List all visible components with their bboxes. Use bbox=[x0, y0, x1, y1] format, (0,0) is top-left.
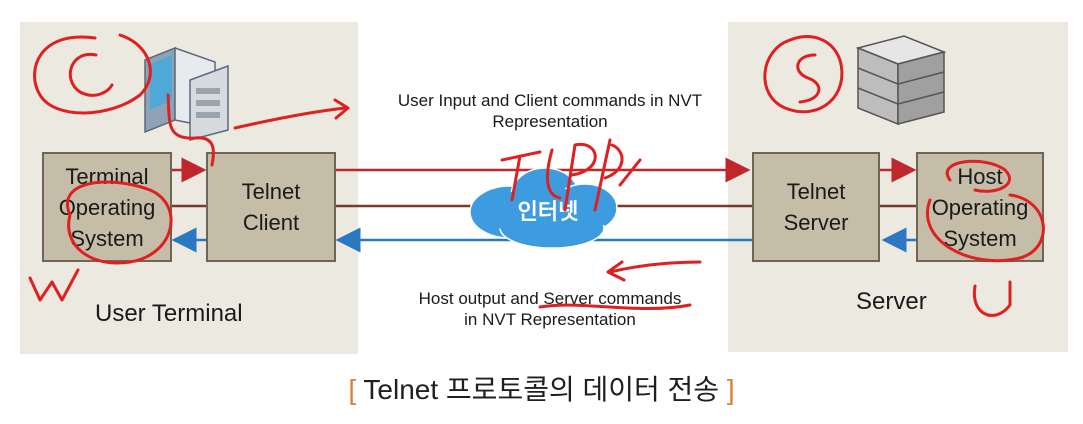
telnet-server-box: Telnet Server bbox=[752, 152, 880, 262]
caption-text: Telnet 프로토콜의 데이터 전송 bbox=[363, 374, 720, 405]
outbound-message-label: User Input and Client commands in NVT Re… bbox=[397, 91, 703, 131]
caption-close-bracket: ] bbox=[726, 374, 735, 405]
server-label: Server bbox=[856, 288, 927, 315]
caption-open-bracket: [ bbox=[348, 374, 357, 405]
host-os-box: Host Operating System bbox=[916, 152, 1044, 262]
figure-caption: [ Telnet 프로토콜의 데이터 전송 ] bbox=[0, 368, 1083, 408]
user-terminal-label: User Terminal bbox=[95, 300, 243, 327]
inbound-message-label: Host output and Server commands in NVT R… bbox=[418, 289, 682, 329]
telnet-client-box: Telnet Client bbox=[206, 152, 336, 262]
cloud-label: 인터넷 bbox=[517, 199, 579, 224]
terminal-os-box: Terminal Operating System bbox=[42, 152, 172, 262]
